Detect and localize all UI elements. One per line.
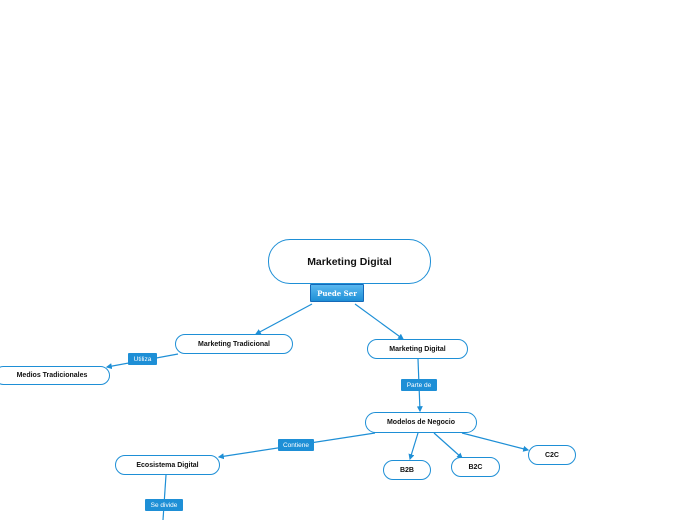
node-label: Marketing Digital [389,345,446,353]
connector-ecosistema-down [162,474,167,520]
link-label-contiene[interactable]: Contiene [278,439,314,451]
connector-root-tradicional [254,303,313,335]
link-label-text: Contiene [282,441,310,449]
node-marketing-tradicional[interactable]: Marketing Tradicional [175,334,293,354]
link-label-puede-ser[interactable]: Puede Ser [310,284,364,302]
node-label: Ecosistema Digital [136,461,199,469]
link-label-utiliza[interactable]: Utiliza [128,353,157,365]
link-label-text: Utiliza [133,355,152,363]
node-label: B2C [468,463,483,471]
node-c2c[interactable]: C2C [528,445,576,465]
connector-modelos-b2c [433,432,463,459]
connector-modelos-c2c [461,432,530,452]
link-label-se-divide[interactable]: Se divide [145,499,183,511]
node-label: Marketing Digital [307,255,392,268]
node-marketing-digital[interactable]: Marketing Digital [367,339,468,359]
node-medios-tradicionales[interactable]: Medios Tradicionales [0,366,110,385]
connector-root-digital [354,303,404,340]
node-label: Marketing Tradicional [198,340,270,348]
connector-modelos-b2b [408,432,419,461]
node-label: Modelos de Negocio [386,419,456,426]
link-label-text: Puede Ser [317,288,357,298]
link-label-text: Se divide [150,501,178,509]
node-ecosistema-digital[interactable]: Ecosistema Digital [115,455,220,475]
link-label-text: Parte de [406,381,432,389]
node-label: B2B [399,466,414,474]
node-modelos-de-negocio[interactable]: Modelos de Negocio [365,412,477,433]
node-label: Medios Tradicionales [16,372,88,379]
node-b2c[interactable]: B2C [451,457,500,477]
link-label-parte-de[interactable]: Parte de [401,379,437,391]
node-label: C2C [544,451,559,459]
node-b2b[interactable]: B2B [383,460,431,480]
node-marketing-digital-root[interactable]: Marketing Digital [268,239,431,284]
